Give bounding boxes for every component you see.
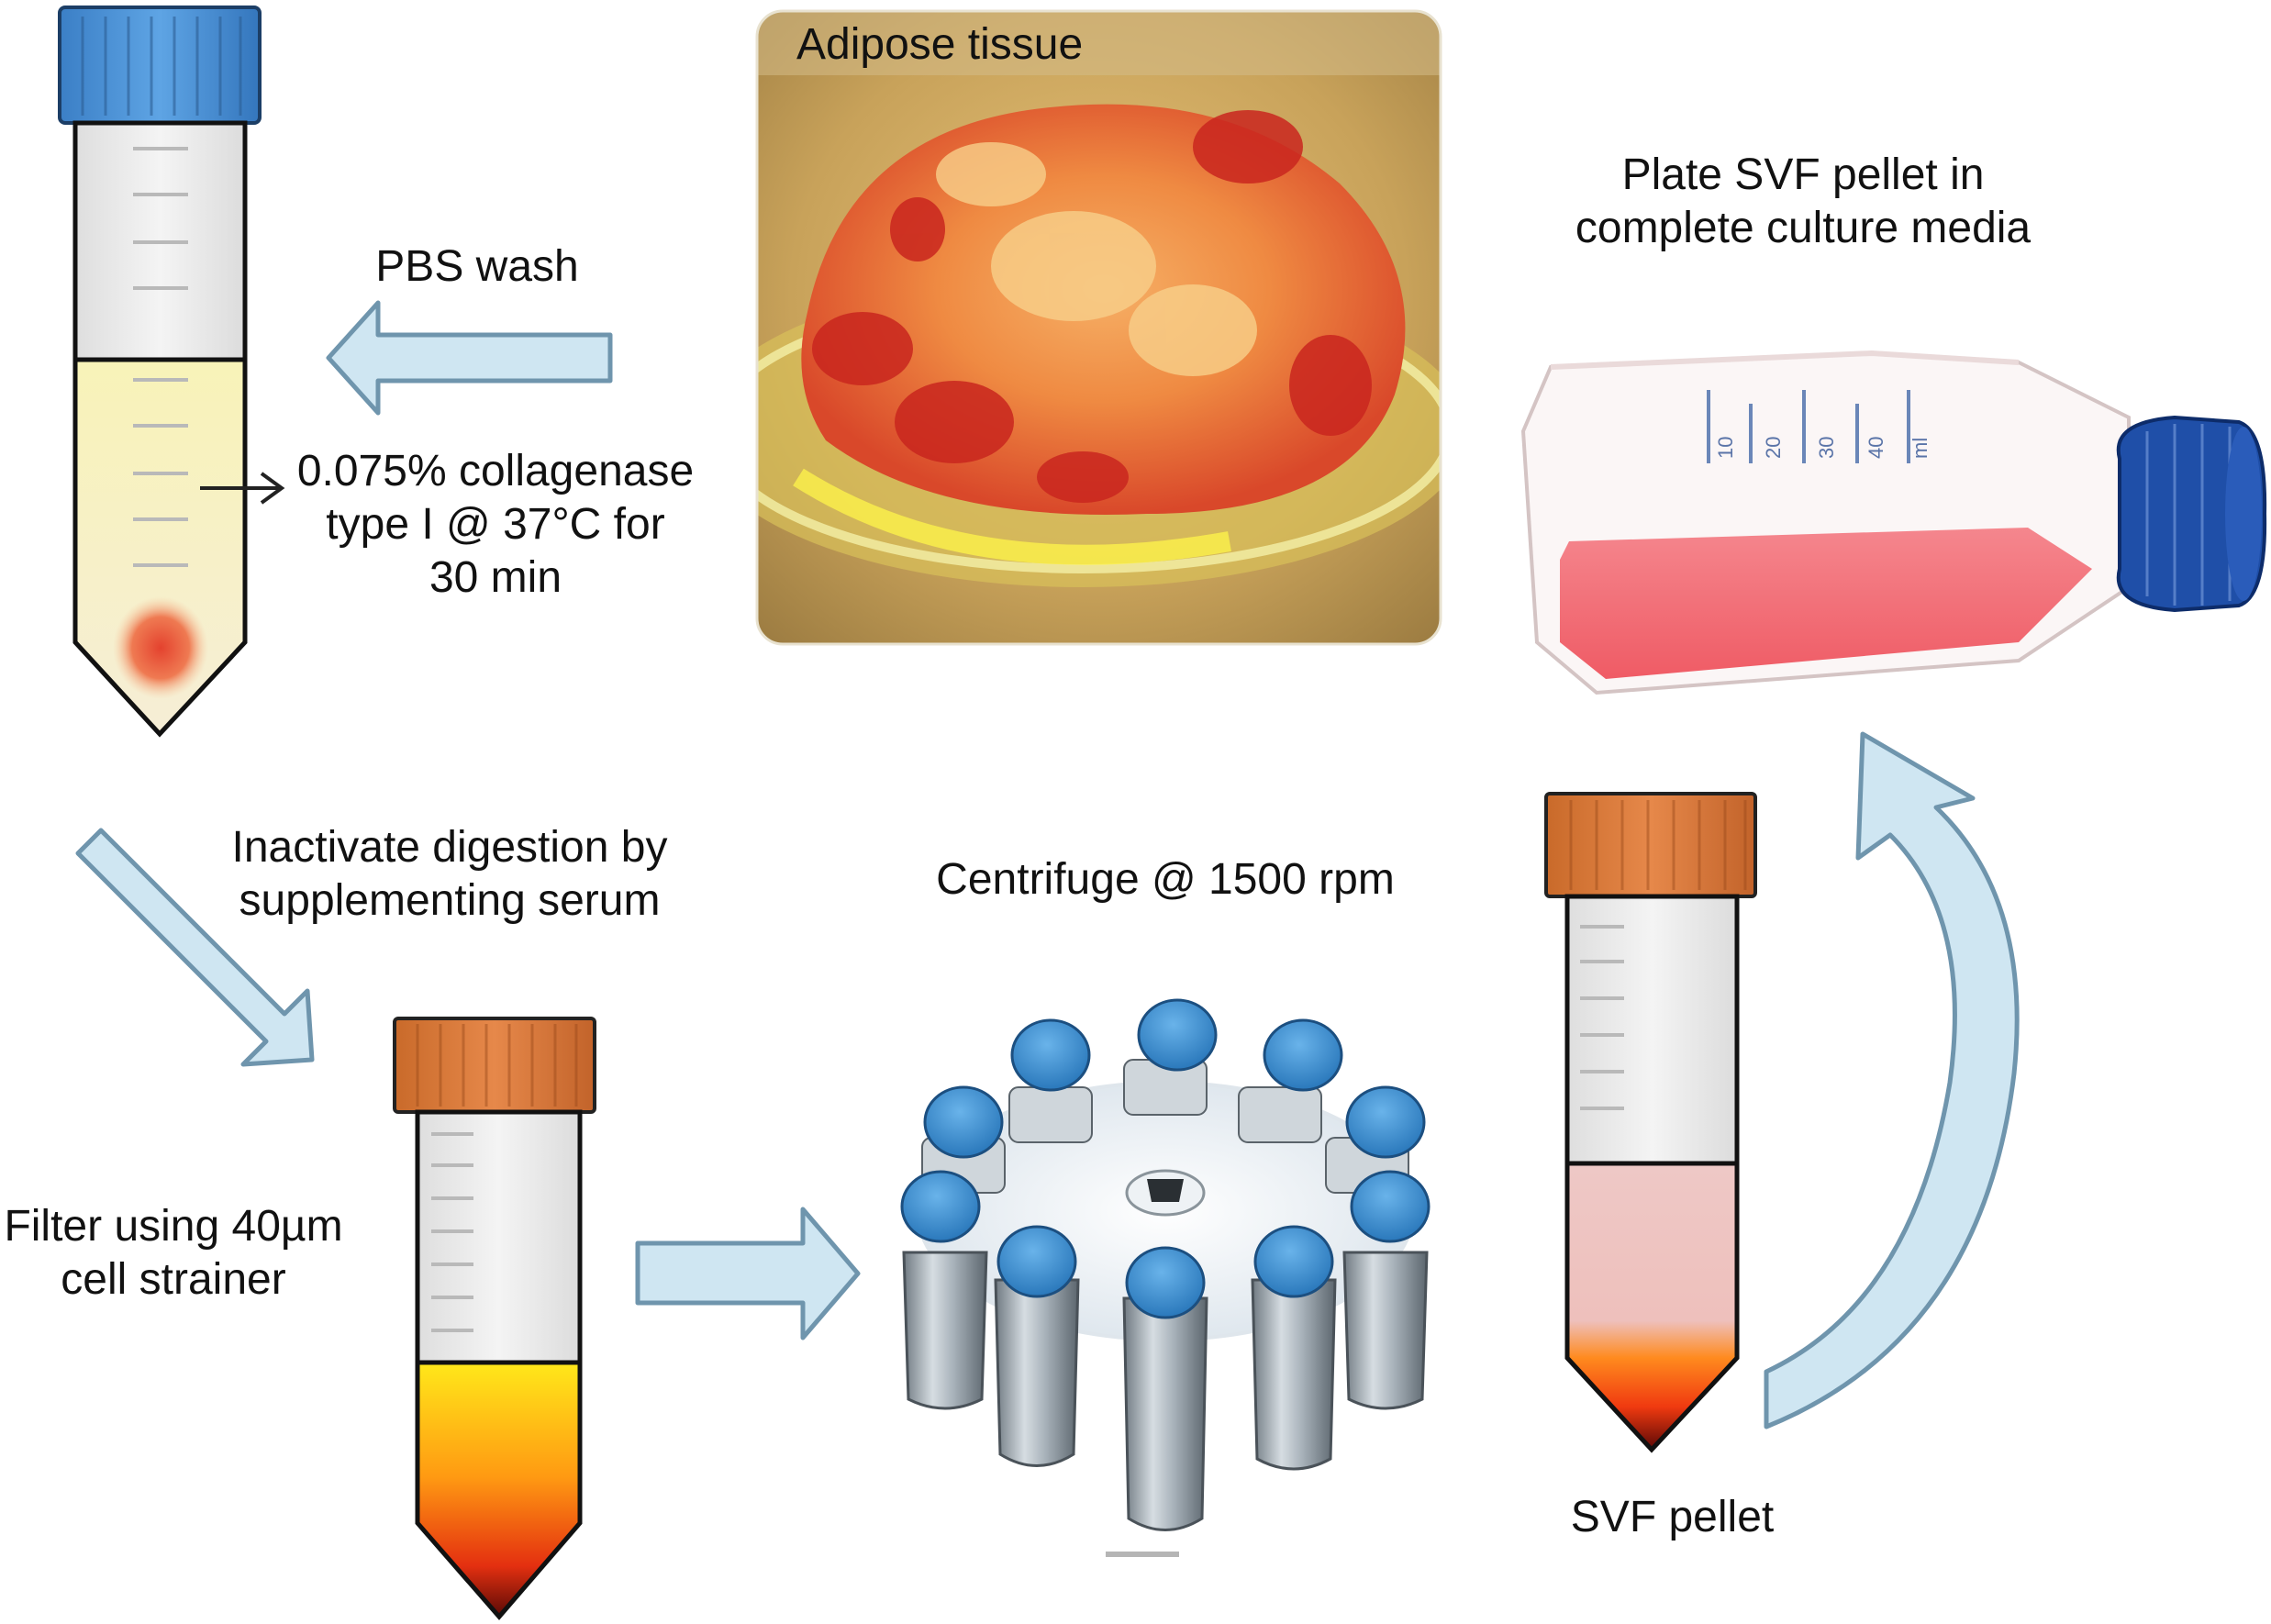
label-filter: Filter using 40µm cell strainer	[0, 1200, 347, 1307]
label-plate-svf-line: complete culture media	[1560, 202, 2046, 255]
label-centrifuge: Centrifuge @ 1500 rpm	[908, 853, 1422, 907]
arrow-right-centrifuge	[638, 1209, 858, 1338]
centrifuge-cap	[998, 1227, 1075, 1296]
filtered-tube	[395, 1018, 595, 1617]
label-plate-svf: Plate SVF pellet in complete culture med…	[1560, 149, 2046, 255]
centrifuge-cap	[902, 1172, 979, 1241]
label-collagenase: 0.075% collagenase type I @ 37°C for 30 …	[280, 445, 711, 605]
label-pbs-wash: PBS wash	[372, 240, 583, 294]
centrifuge-cap	[1352, 1172, 1429, 1241]
svf-pellet-tube	[1546, 794, 1755, 1450]
centrifuge-cap	[925, 1087, 1002, 1157]
label-filter-line: cell strainer	[0, 1253, 347, 1307]
flask-scale-label: 40	[1865, 437, 1887, 459]
label-inactivate: Inactivate digestion by supplementing se…	[202, 821, 697, 928]
flask-scale-label: 30	[1815, 437, 1838, 459]
arrow-left-pbs	[328, 303, 610, 413]
tissue-digest-blob	[113, 596, 208, 699]
centrifuge-cap	[1012, 1020, 1089, 1090]
blue-tube-cap	[60, 7, 260, 123]
label-svf-pellet: SVF pellet	[1560, 1491, 1785, 1544]
centrifuge-rotor	[902, 1000, 1429, 1554]
label-adipose-tissue: Adipose tissue	[796, 18, 1083, 72]
flask-cap	[2119, 417, 2265, 610]
centrifuge-cap	[1139, 1000, 1216, 1070]
label-inactivate-line: supplementing serum	[202, 874, 697, 928]
digestion-tube	[60, 7, 260, 734]
label-filter-line: Filter using 40µm	[0, 1200, 347, 1253]
orange-tube-cap	[395, 1018, 595, 1112]
arrow-curved-up	[1766, 734, 2017, 1427]
flask-scale-label: 10	[1714, 437, 1737, 459]
flask-scale-label: ml	[1909, 438, 1931, 459]
centrifuge-cap	[1127, 1248, 1204, 1318]
centrifuge-cap	[1255, 1227, 1332, 1296]
label-collagenase-line: type I @ 37°C for	[280, 498, 711, 551]
label-plate-svf-line: Plate SVF pellet in	[1560, 149, 2046, 202]
label-inactivate-line: Inactivate digestion by	[202, 821, 697, 874]
label-collagenase-line: 0.075% collagenase	[280, 445, 711, 498]
centrifuge-cap	[1347, 1087, 1424, 1157]
adipose-tissue-photo	[697, 11, 1468, 644]
flask-scale-label: 20	[1762, 437, 1785, 459]
centrifuge-cap	[1264, 1020, 1341, 1090]
culture-flask: 10 20 30 40 ml	[1523, 353, 2265, 693]
label-collagenase-line: 30 min	[280, 551, 711, 605]
